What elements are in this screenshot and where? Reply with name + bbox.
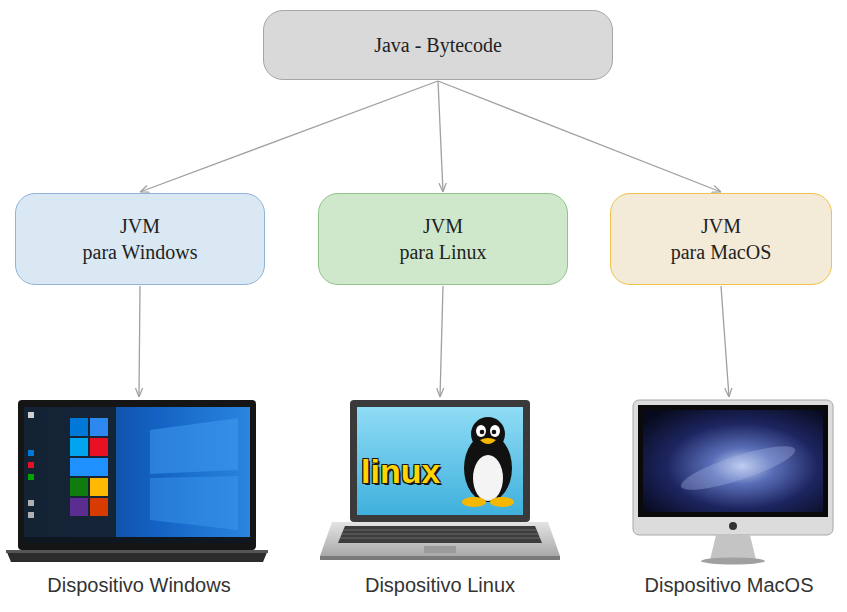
arrow-connector [438, 81, 721, 192]
device-caption: Dispositivo Windows [47, 574, 230, 597]
line-spacer [473, 213, 528, 239]
box-label: JVM para Windows [55, 213, 225, 265]
line-spacer [170, 213, 225, 239]
line-spacer [636, 213, 691, 239]
line-spacer [751, 213, 806, 239]
arrow-connector [440, 286, 443, 397]
penguin [462, 417, 514, 507]
device-node: Dispositivo Linux [318, 398, 562, 603]
windows-laptop [6, 400, 268, 562]
jvm-box: JVM para Linux [318, 193, 568, 285]
jvm-box: JVM para MacOS [610, 193, 832, 285]
linux-laptop [320, 400, 560, 560]
device-node: Dispositivo MacOS [618, 398, 840, 603]
arrow-connector [139, 286, 140, 397]
device-node: Dispositivo Windows [8, 398, 270, 603]
device-caption: Dispositivo MacOS [645, 574, 814, 597]
box-label: JVM para Linux [358, 213, 528, 265]
line-spacer [358, 213, 413, 239]
box-label: JVM para MacOS [636, 213, 806, 265]
arrow-connector [140, 81, 438, 192]
screen-logo-text: linux [361, 452, 440, 490]
imac-computer [633, 400, 833, 565]
line-spacer [55, 213, 110, 239]
bytecode-box: Java - Bytecode [263, 10, 613, 80]
arrow-connector [438, 81, 443, 192]
device-caption: Dispositivo Linux [365, 574, 515, 597]
box-label: Java - Bytecode [374, 32, 502, 58]
jvm-box: JVM para Windows [15, 193, 265, 285]
arrow-connector [721, 286, 729, 397]
